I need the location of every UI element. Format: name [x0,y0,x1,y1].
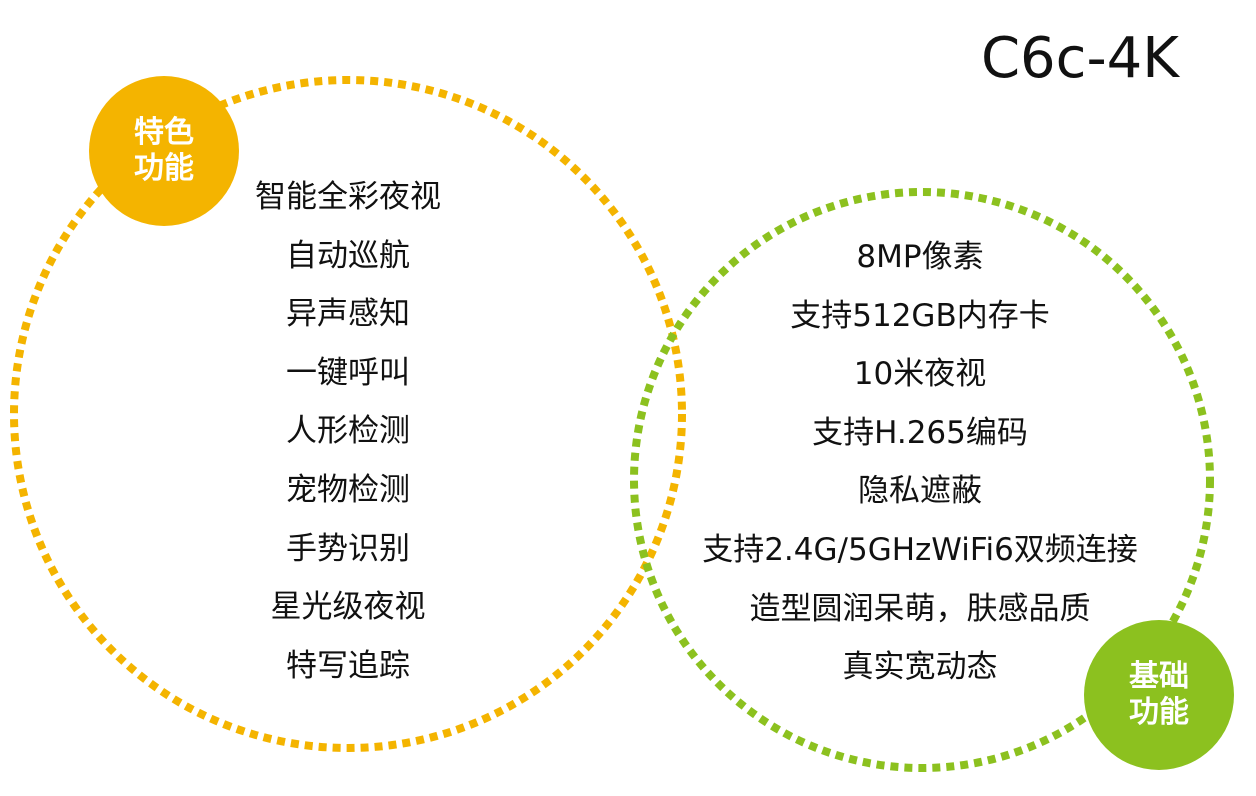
basic-badge-line-2: 功能 [1129,695,1189,730]
special-feature-item: 智能全彩夜视 [255,179,441,215]
basic-feature-item: 隐私遮蔽 [858,473,982,510]
basic-feature-item: 支持H.265编码 [812,414,1028,451]
basic-feature-item: 支持2.4G/5GHzWiFi6双频连接 [702,531,1138,568]
special-feature-item: 异声感知 [286,296,410,333]
basic-features-badge: 基础 功能 [1084,620,1234,770]
basic-badge-line-1: 基础 [1129,659,1189,694]
special-feature-item: 人形检测 [286,413,410,450]
basic-features-list: 8MP像素 支持512GB内存卡 10米夜视 支持H.265编码 隐私遮蔽 支持… [700,228,1140,697]
basic-feature-item: 8MP像素 [856,239,984,275]
basic-features-circle [630,188,1214,772]
special-feature-item: 自动巡航 [286,237,410,274]
special-feature-item: 特写追踪 [286,647,410,684]
product-title: C6c-4K [980,26,1180,91]
basic-feature-item: 真实宽动态 [842,649,998,686]
special-feature-item: 宠物检测 [286,471,410,508]
special-feature-item: 星光级夜视 [270,589,426,626]
special-badge-line-1: 特色 [134,115,194,150]
basic-feature-item: 10米夜视 [853,356,987,393]
special-features-circle [10,76,686,752]
basic-feature-item: 造型圆润呆萌，肤感品质 [749,590,1091,627]
special-features-list: 智能全彩夜视 自动巡航 异声感知 一键呼叫 人形检测 宠物检测 手势识别 星光级… [188,168,508,695]
special-feature-item: 手势识别 [286,530,410,567]
special-badge-line-2: 功能 [134,151,194,186]
basic-feature-item: 支持512GB内存卡 [790,297,1050,334]
special-feature-item: 一键呼叫 [286,354,410,391]
special-features-badge: 特色 功能 [89,76,239,226]
